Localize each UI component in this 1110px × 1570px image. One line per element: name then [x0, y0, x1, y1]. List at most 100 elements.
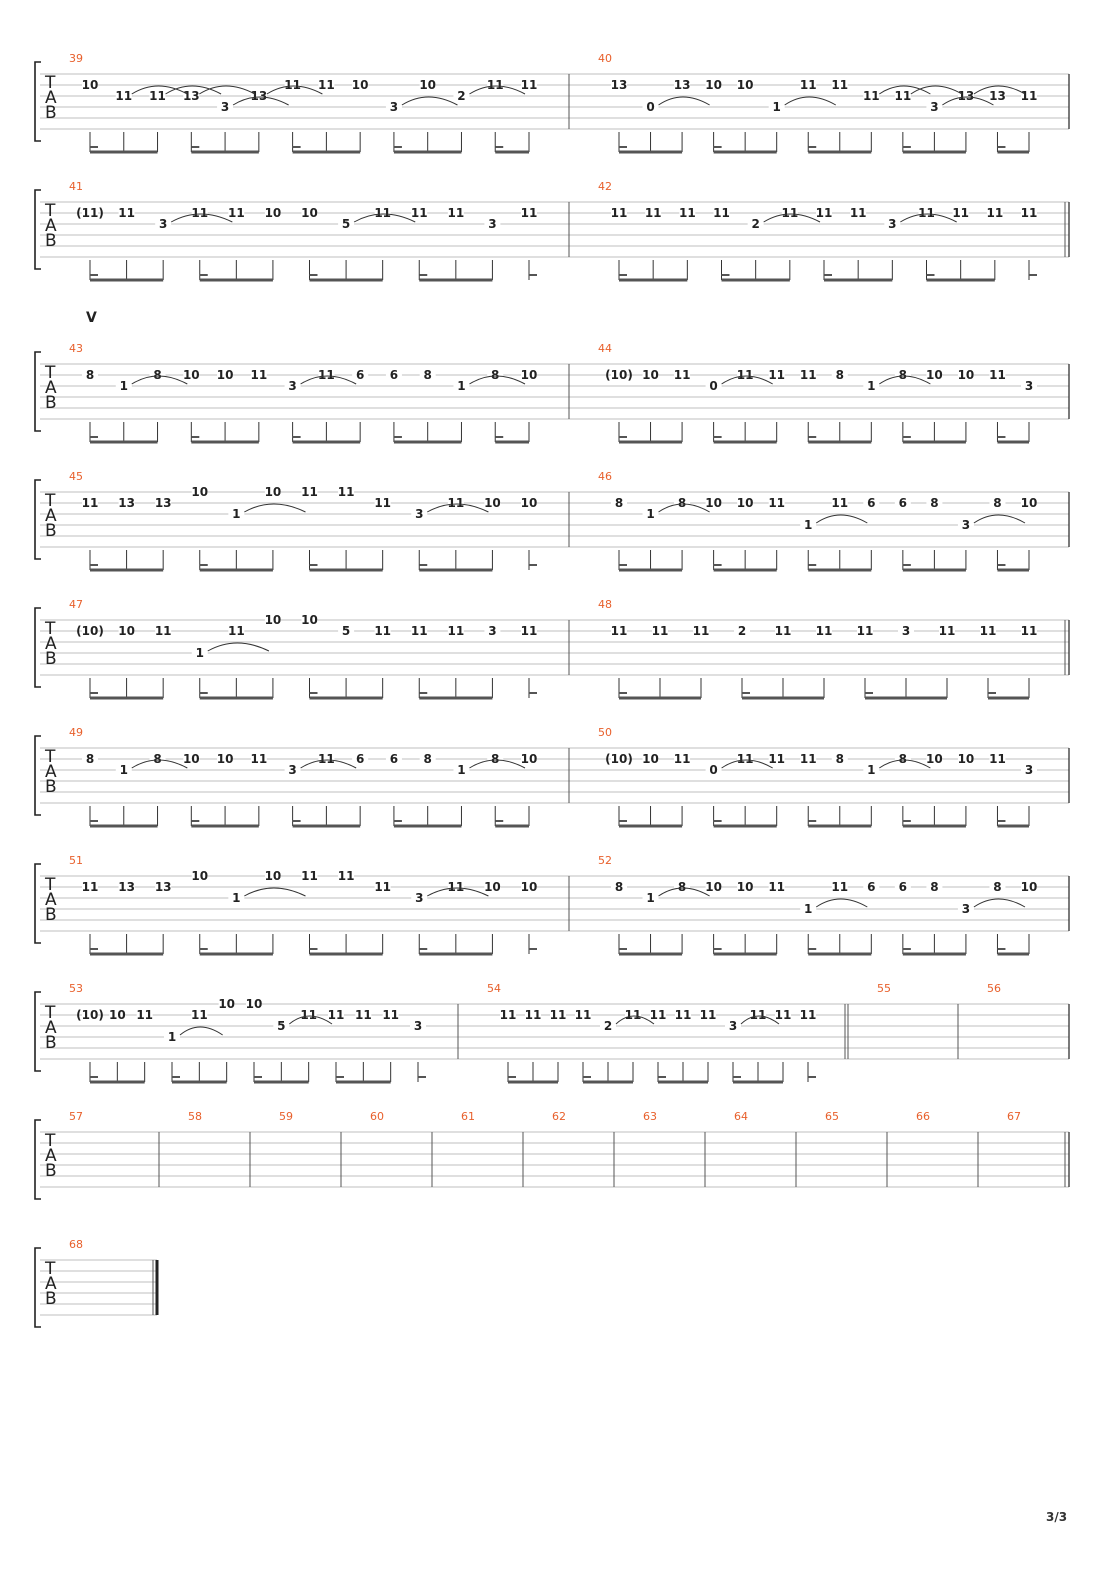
note-knockout [419, 369, 436, 381]
bar-number: 44 [598, 342, 612, 355]
note-knockout [191, 1009, 208, 1021]
fret-number: 10 [484, 496, 501, 510]
bar-number: 56 [987, 982, 1001, 995]
note-knockout [725, 1020, 741, 1032]
fret-number: (10) [605, 368, 633, 382]
note-knockout [183, 753, 200, 765]
fret-number: 0 [709, 763, 717, 777]
fret-number: 8 [424, 368, 432, 382]
fret-number: 3 [415, 507, 423, 521]
note-knockout [410, 1020, 426, 1032]
note-knockout [705, 497, 722, 509]
fret-number: 11 [382, 1008, 399, 1022]
fret-number: 11 [250, 752, 267, 766]
fret-number: 13 [155, 496, 172, 510]
note-knockout [831, 881, 848, 893]
note-knockout [218, 998, 235, 1010]
fret-number: 13 [674, 78, 691, 92]
fret-number: 3 [159, 217, 167, 231]
fret-number: 11 [775, 1008, 792, 1022]
slur-arc [879, 85, 931, 95]
fret-number: 10 [118, 624, 135, 638]
note-knockout [1021, 90, 1037, 102]
note-knockout [411, 625, 428, 637]
fret-number: 6 [356, 752, 364, 766]
slur-arc [469, 85, 526, 95]
note-knockout [989, 753, 1006, 765]
note-knockout [645, 207, 662, 219]
note-knockout [693, 625, 709, 637]
note-knockout [894, 497, 911, 509]
note-knockout [155, 497, 172, 509]
note-knockout [642, 508, 659, 520]
fret-number: 6 [390, 752, 398, 766]
bar-number: 40 [598, 52, 612, 65]
fret-number: 8 [86, 752, 94, 766]
note-knockout [352, 79, 369, 91]
note-knockout [989, 881, 1006, 893]
note-knockout [183, 369, 200, 381]
note-knockout [82, 369, 98, 381]
note-knockout [217, 369, 234, 381]
note-knockout [447, 207, 464, 219]
note-knockout [800, 753, 817, 765]
note-knockout [800, 79, 817, 91]
fret-number: 3 [1025, 763, 1033, 777]
fret-number: 10 [642, 368, 659, 382]
note-knockout [447, 881, 464, 893]
note-knockout [831, 369, 848, 381]
note-knockout [447, 497, 464, 509]
bar-number: 50 [598, 726, 612, 739]
note-knockout [273, 1020, 290, 1032]
fret-number: 0 [646, 100, 654, 114]
fret-number: 11 [918, 206, 935, 220]
fret-number: 11 [800, 78, 817, 92]
slur-arc [131, 85, 188, 95]
fret-number: 8 [930, 496, 938, 510]
note-knockout [352, 753, 369, 765]
slur-arc [973, 514, 1026, 524]
note-knockout [611, 753, 627, 765]
note-knockout [611, 369, 627, 381]
note-knockout [926, 101, 943, 113]
fret-number: 10 [737, 496, 754, 510]
fret-number: 10 [419, 78, 436, 92]
fret-number: 2 [457, 89, 465, 103]
fret-number: 11 [521, 78, 538, 92]
fret-number: 11 [155, 624, 172, 638]
slur-arc [763, 213, 821, 223]
note-knockout [863, 90, 880, 102]
note-knockout [1021, 497, 1037, 509]
note-knockout [550, 1009, 566, 1021]
fret-number: 8 [615, 880, 623, 894]
slur-arc [784, 96, 837, 106]
fret-number: 2 [738, 624, 746, 638]
note-knockout [484, 497, 501, 509]
note-knockout [385, 101, 402, 113]
note-knockout [1021, 380, 1037, 392]
fret-number: 11 [228, 206, 245, 220]
slur-arc [353, 213, 416, 223]
fret-number: 11 [374, 496, 391, 510]
note-knockout [385, 753, 402, 765]
note-knockout [191, 647, 208, 659]
note-knockout [155, 218, 172, 230]
note-knockout [705, 79, 722, 91]
note-knockout [611, 207, 627, 219]
note-knockout [164, 1031, 180, 1043]
tab-clef-letter: A [45, 634, 57, 654]
fret-number: 11 [338, 869, 355, 883]
note-knockout [705, 764, 722, 776]
fret-number: 8 [615, 496, 623, 510]
note-knockout [679, 207, 696, 219]
system-bracket [34, 1119, 41, 1200]
note-knockout [525, 1009, 541, 1021]
slur-arc [942, 96, 994, 106]
note-knockout [737, 369, 754, 381]
note-knockout [705, 881, 722, 893]
fret-number: 11 [939, 624, 956, 638]
fret-number: 11 [82, 496, 99, 510]
fret-number: 10 [705, 496, 722, 510]
